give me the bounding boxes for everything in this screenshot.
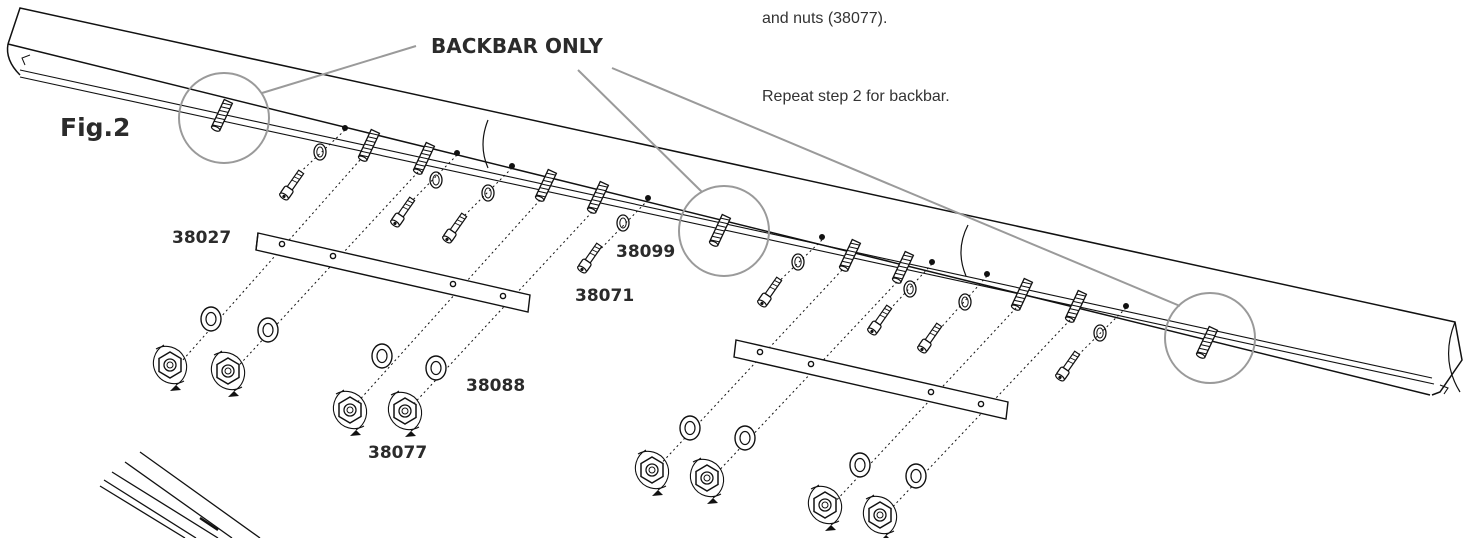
- threaded-studs: [210, 98, 1219, 360]
- hex-nuts: [152, 344, 898, 538]
- backbar-tube: [6, 7, 1463, 396]
- backbar-only-label: BACKBAR ONLY: [431, 34, 603, 58]
- flat-washers: [200, 306, 927, 489]
- washer-bars: [255, 232, 1009, 420]
- part-number-38099: 38099: [616, 242, 676, 262]
- instruction-text-2: Repeat step 2 for backbar.: [762, 88, 950, 105]
- part-number-38027: 38027: [172, 228, 232, 248]
- bar-rivets: [342, 125, 1129, 309]
- figure-label: Fig.2: [60, 113, 131, 142]
- part-number-38071: 38071: [575, 286, 635, 306]
- callout-circle-left: [178, 72, 270, 164]
- callout-circle-middle: [678, 185, 770, 277]
- part-number-38088: 38088: [466, 376, 526, 396]
- instruction-text-1: and nuts (38077).: [762, 10, 888, 27]
- secondary-bar-fragment: [99, 451, 261, 538]
- part-number-38077: 38077: [368, 443, 428, 463]
- backbar-only-callout: [178, 45, 1256, 384]
- callout-circle-right: [1164, 292, 1256, 384]
